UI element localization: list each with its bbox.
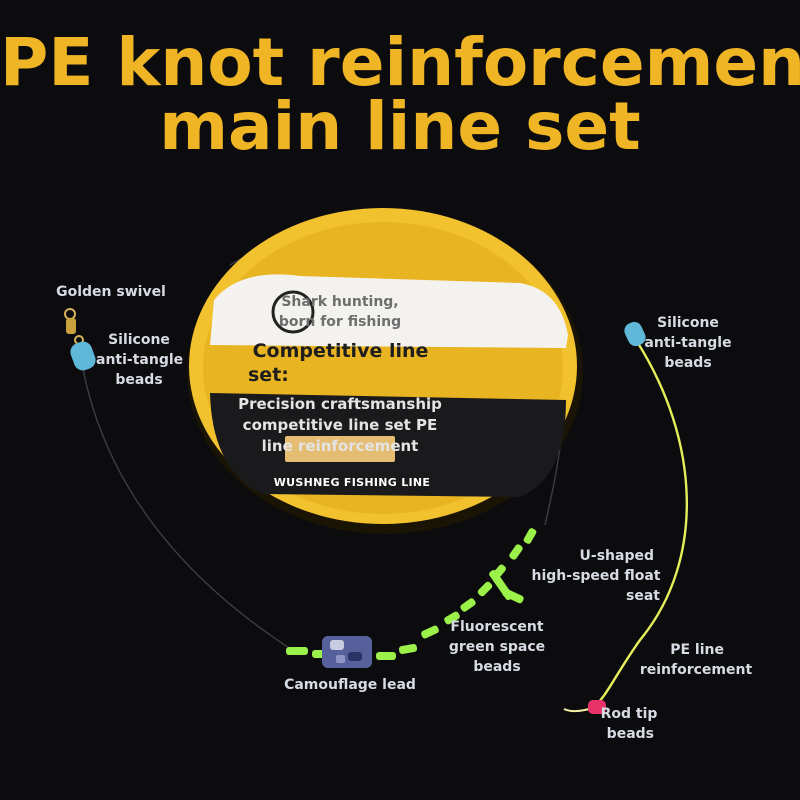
label-camouflage-lead: Camouflage lead [284,677,416,693]
label-space-beads: Fluorescent green space beads [448,619,546,675]
spool-heading: Competitive line set: [248,340,429,386]
camouflage-lead [322,636,372,668]
spool-logo-ring [271,290,315,334]
spool-description: Precision craftsmanship competitive line… [238,395,442,455]
page-title-line-1: PE knot reinforcement [0,24,800,101]
right-silicone-bead [624,321,646,347]
label-golden-swivel: Golden swivel [56,284,166,300]
float-seat [489,569,524,604]
label-rod-tip-beads: Rod tip beads [600,706,658,742]
rod-tip-bead [588,700,606,714]
line-spool [187,208,583,534]
label-right-silicone-beads: Silicone anti-tangle beads [644,315,732,371]
spool-window [285,436,395,462]
label-left-silicone-beads: Silicone anti-tangle beads [96,332,184,388]
spool-brand: WUSHNEG FISHING LINE [273,476,431,489]
label-float-seat: U-shaped high-speed float seat [531,548,661,604]
pe-line [591,339,689,710]
rod-tip-line [563,707,593,713]
page-title-line-2: main line set [159,88,641,165]
label-pe-line: PE line reinforcement [639,642,753,678]
golden-swivel [64,308,84,345]
spool-slogan: Shark hunting, born for fishing [278,294,402,330]
left-silicone-bead [70,341,96,371]
